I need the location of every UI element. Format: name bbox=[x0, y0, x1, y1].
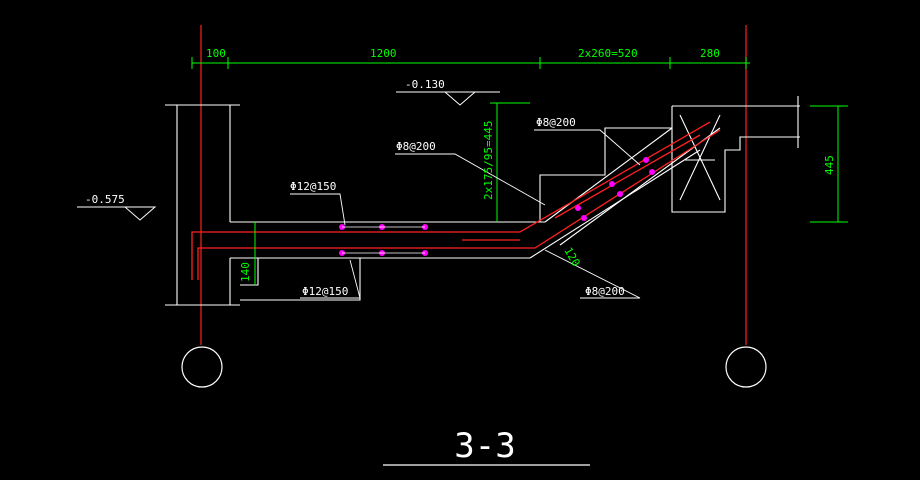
level-symbols bbox=[77, 91, 500, 221]
dim-120: 120 bbox=[561, 245, 582, 269]
rebar-stair-top: Φ8@200 bbox=[536, 116, 576, 129]
level-top: -0.130 bbox=[405, 78, 445, 91]
axis-bubbles bbox=[181, 346, 767, 388]
leader-lines bbox=[290, 129, 641, 299]
bar-dots bbox=[339, 157, 655, 256]
dim-445: 445 bbox=[823, 155, 836, 175]
dim-steps: 2x175/95=445 bbox=[482, 121, 495, 200]
annotation-texts: -0.575 -0.130 Φ12@150 Φ12@150 Φ8@200 Φ8@… bbox=[85, 78, 625, 298]
axis-bubble-left bbox=[181, 346, 223, 388]
dimension-lines bbox=[191, 57, 848, 285]
rebar-distribution: Φ8@200 bbox=[396, 140, 436, 153]
rebar-bottom-left: Φ12@150 bbox=[302, 285, 348, 298]
dim-1200: 1200 bbox=[370, 47, 397, 60]
rebar-lines bbox=[191, 121, 721, 280]
concrete-outline bbox=[165, 96, 800, 306]
dim-280: 280 bbox=[700, 47, 720, 60]
dim-520: 2x260=520 bbox=[578, 47, 638, 60]
axis-lines bbox=[200, 25, 747, 345]
bar-connectors bbox=[342, 226, 425, 254]
dimension-texts: 100 1200 2x260=520 280 2x175/95=445 445 … bbox=[206, 47, 836, 282]
dim-100: 100 bbox=[206, 47, 226, 60]
dim-140: 140 bbox=[239, 262, 252, 282]
level-left: -0.575 bbox=[85, 193, 125, 206]
rebar-top-left: Φ12@150 bbox=[290, 180, 336, 193]
section-title-text: 3-3 bbox=[454, 426, 515, 466]
rebar-stair-bottom: Φ8@200 bbox=[585, 285, 625, 298]
section-title: 3-3 bbox=[383, 426, 590, 466]
axis-bubble-right bbox=[725, 346, 767, 388]
